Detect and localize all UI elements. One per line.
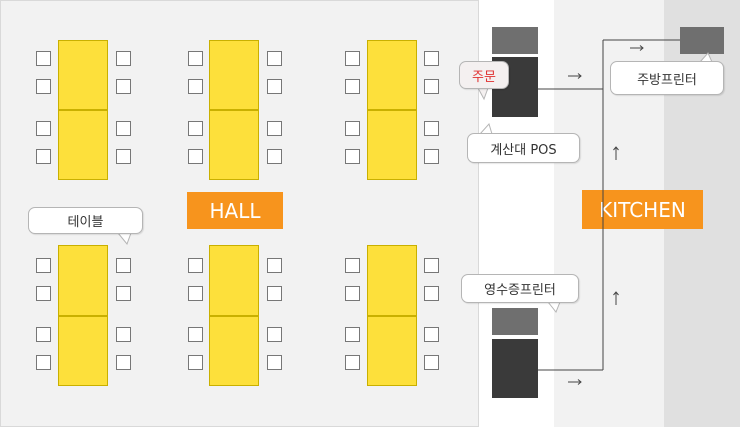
- receipt-printer-callout-tail: [547, 301, 561, 313]
- chair: [424, 258, 439, 273]
- chair: [267, 286, 282, 301]
- chair: [267, 149, 282, 164]
- chair: [36, 258, 51, 273]
- chair: [267, 258, 282, 273]
- chair: [188, 121, 203, 136]
- table: [58, 110, 108, 180]
- pos-callout-tail: [479, 123, 493, 135]
- table: [367, 40, 417, 110]
- chair: [424, 327, 439, 342]
- table: [58, 40, 108, 110]
- chair: [36, 79, 51, 94]
- chair: [188, 149, 203, 164]
- kitchen-printer-callout: 주방프린터: [610, 61, 724, 95]
- chair: [424, 121, 439, 136]
- chair: [188, 286, 203, 301]
- chair: [116, 51, 131, 66]
- chair: [116, 286, 131, 301]
- table: [209, 110, 259, 180]
- chair: [424, 79, 439, 94]
- chair: [188, 327, 203, 342]
- chair: [116, 355, 131, 370]
- chair: [36, 355, 51, 370]
- chair: [188, 355, 203, 370]
- arrow-up-icon: [613, 146, 619, 160]
- chair: [267, 121, 282, 136]
- chair: [345, 149, 360, 164]
- table: [209, 40, 259, 110]
- table: [367, 110, 417, 180]
- table: [58, 245, 108, 316]
- arrow-right-icon: [568, 379, 582, 385]
- chair: [345, 258, 360, 273]
- chair: [345, 121, 360, 136]
- chair: [345, 286, 360, 301]
- kitchen-printer: [680, 27, 724, 54]
- chair: [267, 327, 282, 342]
- chair: [345, 51, 360, 66]
- chair: [116, 258, 131, 273]
- chair: [424, 286, 439, 301]
- chair: [267, 355, 282, 370]
- receipt-printer-top: [492, 308, 538, 335]
- order-callout-tail: [477, 87, 489, 101]
- chair: [424, 149, 439, 164]
- chair: [36, 149, 51, 164]
- chair: [345, 79, 360, 94]
- table: [367, 316, 417, 386]
- receipt-printer-callout: 영수증프린터: [461, 274, 579, 303]
- chair: [267, 79, 282, 94]
- table: [58, 316, 108, 386]
- order-callout: 주문: [459, 61, 509, 89]
- chair: [188, 51, 203, 66]
- chair: [345, 355, 360, 370]
- pos-monitor: [492, 27, 538, 54]
- pos-callout: 계산대 POS: [467, 133, 580, 163]
- chair: [345, 327, 360, 342]
- chair: [267, 51, 282, 66]
- chair: [116, 121, 131, 136]
- chair: [116, 149, 131, 164]
- arrow-up-icon: [613, 291, 619, 305]
- table-callout: 테이블: [28, 207, 143, 234]
- chair: [36, 51, 51, 66]
- table: [209, 245, 259, 316]
- receipt-printer: [492, 339, 538, 398]
- chair: [188, 79, 203, 94]
- kitchen-printer-callout-tail: [699, 52, 713, 63]
- arrow-right-icon: [568, 73, 582, 79]
- chair: [116, 79, 131, 94]
- chair: [424, 355, 439, 370]
- chair: [36, 286, 51, 301]
- table: [209, 316, 259, 386]
- chair: [36, 121, 51, 136]
- hall-label: HALL: [187, 192, 283, 229]
- chair: [188, 258, 203, 273]
- table: [367, 245, 417, 316]
- kitchen-label: KITCHEN: [582, 190, 703, 229]
- arrow-right-icon: [630, 45, 644, 51]
- chair: [116, 327, 131, 342]
- table-callout-tail: [117, 232, 132, 245]
- chair: [36, 327, 51, 342]
- chair: [424, 51, 439, 66]
